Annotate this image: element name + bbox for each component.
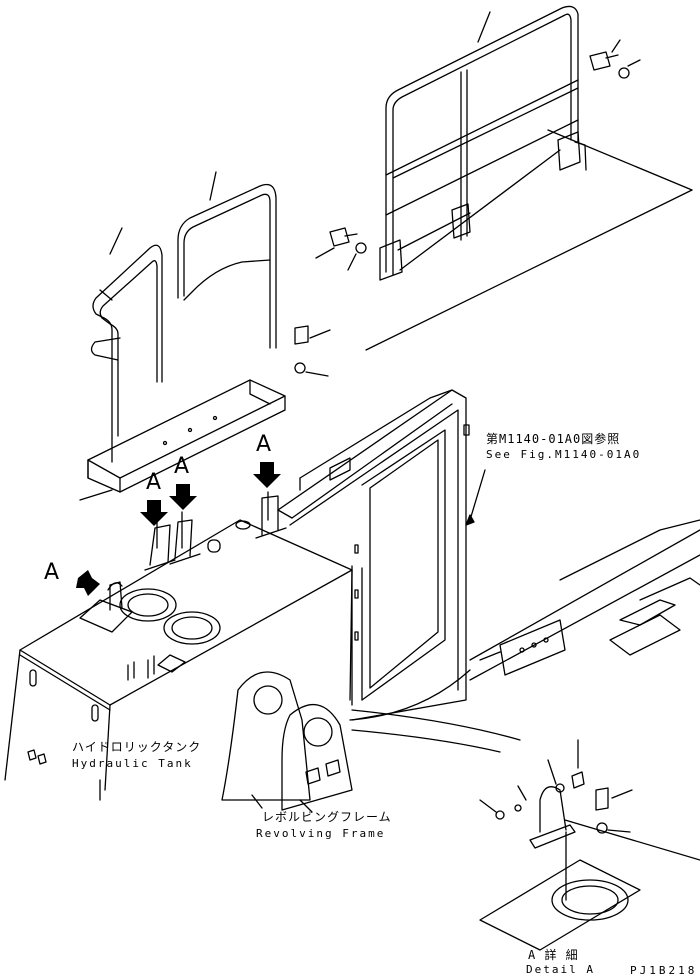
see-fig-arrowhead xyxy=(465,514,475,526)
view-marker-a-3: A xyxy=(256,432,272,457)
see-fig-label-en: See Fig.M1140-01A0 xyxy=(486,448,642,461)
hydraulic-tank-label-en: Hydraulic Tank xyxy=(72,757,193,770)
hydraulic-tank-label-jp: ハイドロリックタンク xyxy=(72,740,202,754)
view-arrows xyxy=(76,462,281,596)
main-frame xyxy=(277,389,471,721)
detail-a-label-en: Detail A xyxy=(526,963,595,976)
view-marker-a-2: A xyxy=(174,454,190,479)
boom-frame xyxy=(469,519,700,681)
see-fig-leader xyxy=(469,469,486,521)
detail-a xyxy=(479,739,700,951)
upper-handrail xyxy=(365,5,693,351)
revolving-frame-label-jp: レボルビングフレーム xyxy=(262,810,392,824)
view-marker-a-4: A xyxy=(44,560,60,585)
platform-bracket xyxy=(79,379,286,501)
view-marker-a-1: A xyxy=(146,470,162,495)
tank-brackets xyxy=(107,491,287,611)
revolving-frame-label-en: Revolving Frame xyxy=(256,827,386,840)
see-fig-label-jp: 第M1140-01A0図参照 xyxy=(486,432,621,446)
left-handrails xyxy=(90,171,277,439)
revolving-frame-lugs xyxy=(221,671,521,813)
detail-a-label-jp: A 詳 細 xyxy=(528,948,579,962)
drawing-code: PJ1B218 xyxy=(630,964,698,977)
upper-bolts xyxy=(294,39,641,377)
